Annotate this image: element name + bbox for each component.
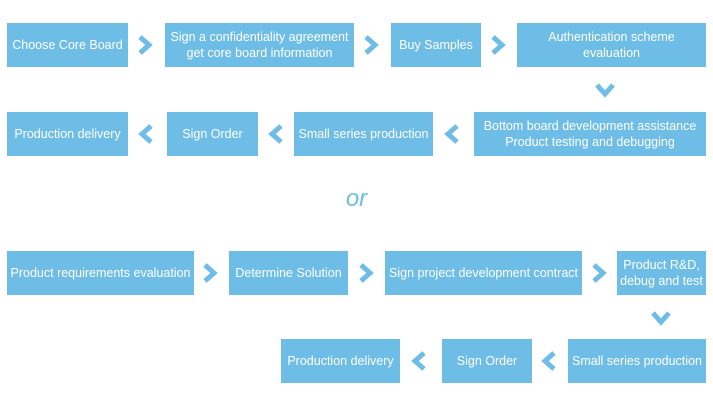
flow2-step-determine-solution: Determine Solution — [229, 251, 348, 295]
or-separator: or — [345, 185, 368, 212]
flow1-step-buy-samples: Buy Samples — [391, 23, 481, 67]
chevron-down-icon — [650, 307, 672, 329]
flow2-step-product-rd: Product R&D, debug and test — [617, 251, 706, 295]
flow2-step-sign-contract: Sign project development contract — [385, 251, 582, 295]
flow2-step-requirements-evaluation: Product requirements evaluation — [7, 251, 194, 295]
chevron-down-icon — [594, 79, 616, 101]
chevron-left-icon — [538, 350, 560, 372]
chevron-right-icon — [355, 262, 377, 284]
chevron-left-icon — [265, 123, 287, 145]
flow1-step-bottom-board-development: Bottom board development assistance Prod… — [474, 112, 706, 156]
flow2-step-sign-order: Sign Order — [442, 339, 532, 383]
flow1-step-sign-order: Sign Order — [167, 112, 258, 156]
chevron-right-icon — [360, 34, 382, 56]
chevron-right-icon — [487, 34, 509, 56]
flow1-step-authentication-evaluation: Authentication scheme evaluation — [517, 23, 706, 67]
chevron-left-icon — [408, 350, 430, 372]
chevron-right-icon — [134, 34, 156, 56]
chevron-left-icon — [441, 123, 463, 145]
flow2-step-production-delivery: Production delivery — [281, 339, 400, 383]
chevron-left-icon — [135, 123, 157, 145]
flow1-step-production-delivery: Production delivery — [7, 112, 128, 156]
chevron-right-icon — [588, 262, 610, 284]
flow1-step-sign-confidentiality: Sign a confidentiality agreement get cor… — [165, 23, 354, 67]
flow1-step-small-series-production: Small series production — [294, 112, 433, 156]
flow2-step-small-series-production: Small series production — [568, 339, 706, 383]
chevron-right-icon — [199, 262, 221, 284]
flow1-step-choose-core-board: Choose Core Board — [7, 23, 128, 67]
